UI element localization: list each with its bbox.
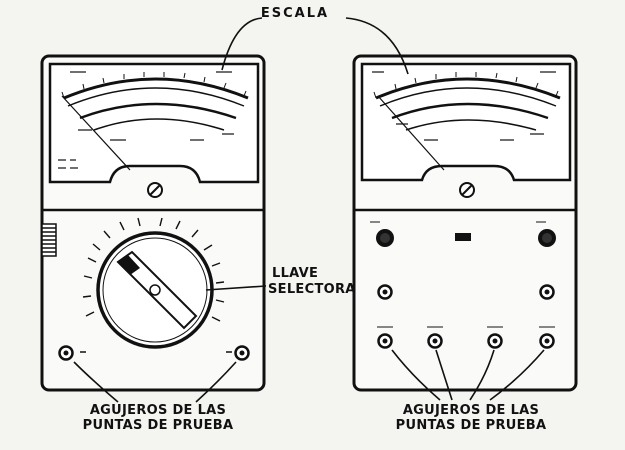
right-probe-jack-2[interactable]: [427, 333, 443, 349]
dial-range-ticks: [82, 217, 225, 322]
selector-dial[interactable]: [96, 231, 214, 349]
right-probe-leader-1: [391, 349, 441, 401]
right-probe-leader-2: [435, 349, 453, 401]
llave-leader: [205, 285, 267, 291]
label-left-probe-line2: PUNTAS DE PRUEBA: [82, 418, 234, 433]
left-scale-window: [48, 62, 260, 184]
left-zero-adjust-screw[interactable]: [147, 182, 163, 198]
label-escala: ESCALA: [260, 6, 330, 21]
left-probe-jack-positive[interactable]: [234, 345, 250, 361]
label-left-probe-line1: AGUJEROS DE LAS: [89, 403, 227, 418]
right-scale-window: [360, 62, 572, 182]
left-probe-jack-common[interactable]: [58, 345, 74, 361]
label-llave-line2: SELECTORA: [268, 282, 356, 297]
right-probe-leader-3: [469, 349, 495, 401]
side-thumbwheel[interactable]: [41, 223, 57, 257]
right-zero-adjust-screw[interactable]: [459, 182, 475, 198]
label-right-probe-holes: AGUJEROS DE LAS PUNTAS DE PRUEBA: [366, 403, 576, 433]
label-left-probe-holes: AGUJEROS DE LAS PUNTAS DE PRUEBA: [48, 403, 268, 433]
right-probe-jack-4[interactable]: [539, 333, 555, 349]
label-right-probe-line1: AGUJEROS DE LAS: [402, 403, 540, 418]
escala-leader-left: [221, 17, 263, 71]
left-multimeter: [40, 54, 266, 392]
left-adjust-knob[interactable]: [376, 229, 394, 247]
label-llave-selectora: LLAVE SELECTORA: [268, 266, 368, 298]
right-probe-leader-4: [489, 349, 545, 401]
left-probe-leader-1: [73, 361, 119, 403]
mid-jack-left[interactable]: [377, 284, 393, 300]
range-switch[interactable]: [455, 233, 471, 241]
right-needle: [377, 95, 445, 171]
right-probe-jack-3[interactable]: [487, 333, 503, 349]
callout-leaders: [73, 17, 545, 403]
right-probe-jack-1[interactable]: [377, 333, 393, 349]
escala-leader-right: [345, 17, 409, 75]
label-right-probe-line2: PUNTAS DE PRUEBA: [395, 418, 547, 433]
label-llave-line1: LLAVE: [272, 266, 319, 281]
right-adjust-knob[interactable]: [538, 229, 556, 247]
left-needle: [61, 95, 131, 171]
mid-jack-right[interactable]: [539, 284, 555, 300]
right-multimeter: [352, 54, 578, 392]
left-probe-leader-2: [195, 361, 237, 403]
